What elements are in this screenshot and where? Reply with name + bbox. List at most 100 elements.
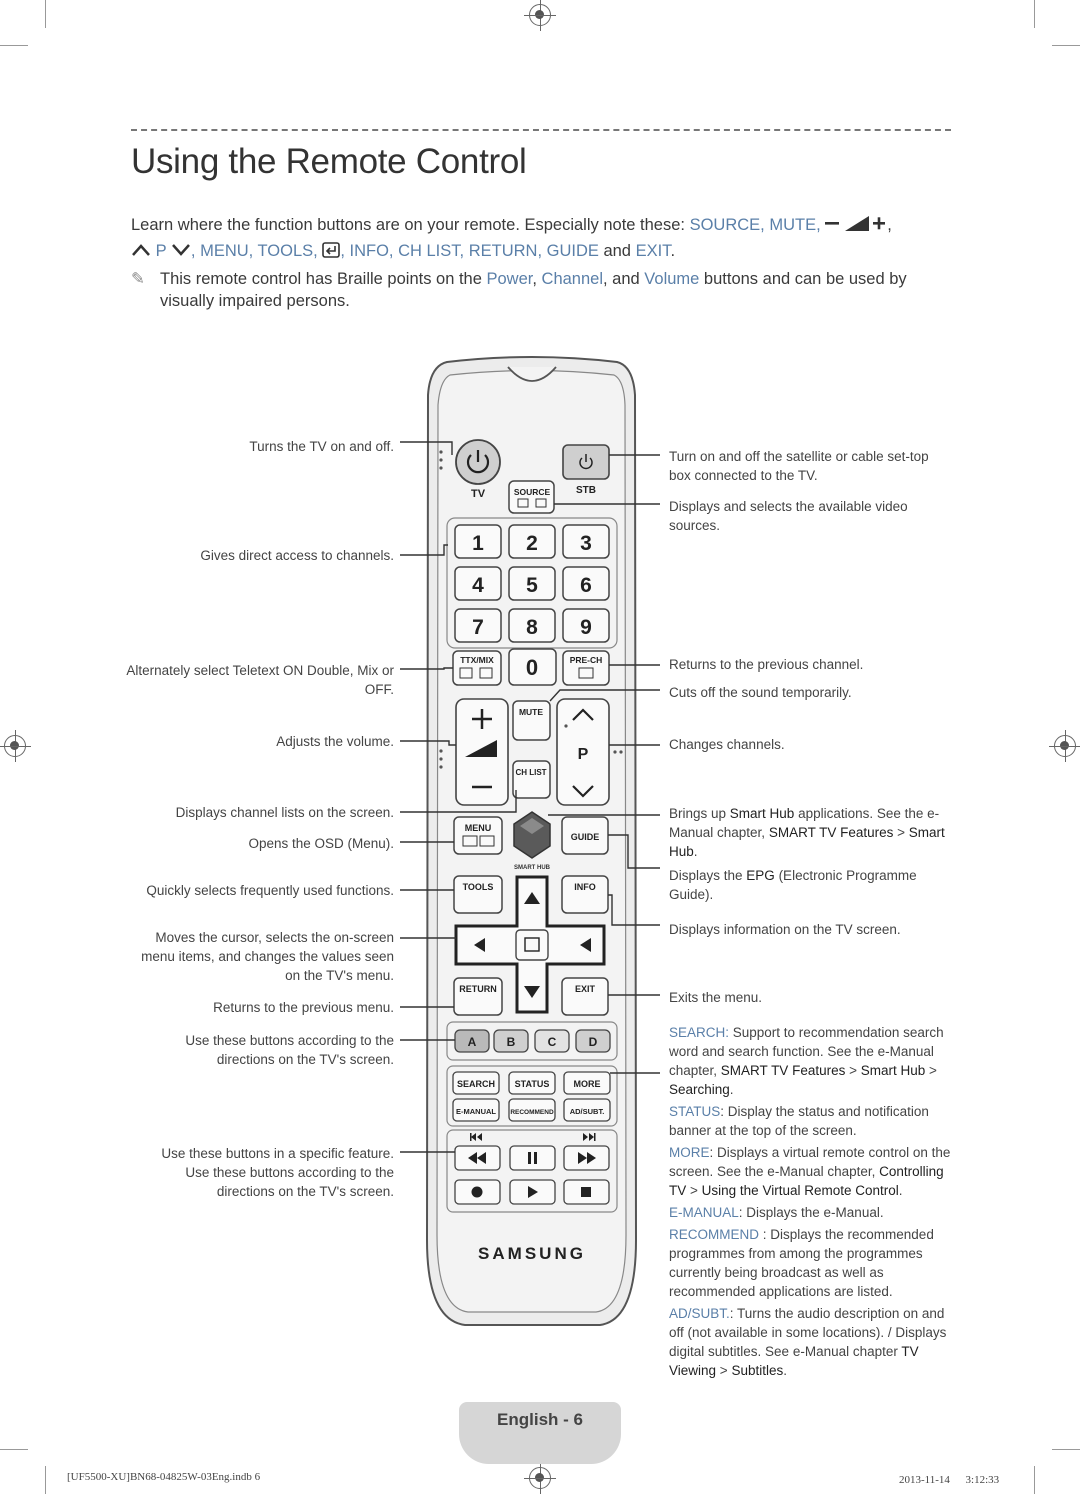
volume-icon xyxy=(825,216,886,231)
text: . xyxy=(693,844,698,859)
text: > xyxy=(893,825,909,840)
label-function-keys: SEARCH: Support to recommendation search… xyxy=(669,1023,954,1380)
c-label: C xyxy=(548,1035,557,1049)
exit-label: EXIT xyxy=(575,984,596,994)
digit-button xyxy=(508,566,556,601)
label-source: Displays and selects the available video… xyxy=(669,499,908,533)
registration-mark xyxy=(0,730,31,762)
note-text: , and xyxy=(603,270,645,288)
more-button xyxy=(563,1071,611,1095)
intro-text: . xyxy=(670,242,676,260)
text: > xyxy=(845,1063,861,1078)
emanual-button xyxy=(452,1098,500,1122)
label-tools: Quickly selects frequently used function… xyxy=(146,883,394,898)
crop-mark xyxy=(45,0,46,28)
adsubt-desc: AD/SUBT.: Turns the audio description on… xyxy=(669,1304,954,1380)
emanual-label: E-MANUAL xyxy=(456,1107,496,1116)
kw: E-MANUAL xyxy=(669,1205,739,1220)
dashed-rule xyxy=(131,129,951,131)
intro-keys: , INFO, CH LIST, RETURN, GUIDE xyxy=(340,242,599,260)
exit-button xyxy=(561,977,609,1016)
search-desc: SEARCH: Support to recommendation search… xyxy=(669,1023,954,1099)
text: . xyxy=(783,1363,787,1378)
zero-label: 0 xyxy=(526,655,538,680)
label-power: Turns the TV on and off. xyxy=(249,439,394,454)
text: applications. See the e-Manual chapter, xyxy=(669,806,940,840)
crop-mark xyxy=(1052,1449,1080,1450)
text: . xyxy=(729,1082,734,1097)
label-ttx: Alternately select Teletext ON Double, M… xyxy=(126,663,394,697)
p-label: P xyxy=(578,746,589,763)
label-info: Displays information on the TV screen. xyxy=(669,922,901,937)
enter-icon xyxy=(322,242,341,258)
more-desc: MORE: Displays a virtual remote control … xyxy=(669,1143,954,1200)
digit-button xyxy=(454,524,502,559)
label-smarthub: Brings up Smart Hub applications. See th… xyxy=(669,804,954,861)
chevron-down-icon xyxy=(171,244,190,256)
digit-label: 3 xyxy=(580,532,592,555)
note-text: , xyxy=(532,270,542,288)
zero-button xyxy=(508,648,557,686)
intro-keys: , MENU, TOOLS, xyxy=(190,242,318,260)
recommend-desc: RECOMMEND : Displays the recommended pro… xyxy=(669,1225,954,1301)
crop-mark xyxy=(0,45,28,46)
tv-label: TV xyxy=(471,488,486,500)
button-a xyxy=(454,1029,490,1053)
note-icon: ✎ xyxy=(131,270,145,288)
kw: EPG xyxy=(746,868,775,883)
label-volume: Adjusts the volume. xyxy=(276,734,394,749)
label-cursor: Moves the cursor, selects the on-screen … xyxy=(141,930,394,983)
text: Displays the xyxy=(669,868,747,883)
intro-p: P xyxy=(155,242,167,260)
intro-text: Learn where the function buttons are on … xyxy=(131,216,690,234)
label-media: Use these buttons in a specific feature.… xyxy=(161,1146,394,1199)
digit-button xyxy=(562,608,610,643)
smarthub-label: SMART HUB xyxy=(514,865,551,871)
digit-button xyxy=(562,524,610,559)
a-label: A xyxy=(468,1035,477,1049)
menu-label: MENU xyxy=(465,823,492,833)
text: > xyxy=(925,1063,937,1078)
kw: SMART TV Features xyxy=(768,825,894,840)
guide-label: GUIDE xyxy=(571,832,600,842)
text: : Displays the recommended programmes fr… xyxy=(669,1227,934,1299)
recommend-button xyxy=(508,1098,556,1122)
smart-hub-button xyxy=(513,811,551,859)
print-file-name: [UF5500-XU]BN68-04825W-03Eng.indb 6 xyxy=(67,1471,261,1483)
note-text: This remote control has Braille points o… xyxy=(160,270,487,288)
text: : Turns the audio description on and off… xyxy=(669,1306,947,1359)
registration-mark xyxy=(524,1462,556,1494)
digit-button xyxy=(562,566,610,601)
kw: SMART TV Features xyxy=(720,1063,846,1078)
kw: Searching xyxy=(669,1082,730,1097)
label-exit: Exits the menu. xyxy=(669,990,763,1005)
kw: TV Viewing xyxy=(669,1344,919,1378)
digit-button xyxy=(508,524,556,559)
digit-label: 6 xyxy=(580,574,592,597)
label-chlist: Displays channel lists on the screen. xyxy=(175,805,394,820)
kw: MORE xyxy=(669,1145,710,1160)
text: Brings up xyxy=(669,806,730,821)
print-timestamp: 2013-11-14 ㅤ 3:12:33 xyxy=(899,1471,999,1487)
d-label: D xyxy=(589,1035,598,1049)
kw: Smart Hub xyxy=(729,806,795,821)
text: > xyxy=(686,1183,702,1198)
page-number-tab xyxy=(459,1402,621,1464)
text: (Electronic Programme Guide). xyxy=(669,868,917,902)
adsubt-label: AD/SUBT. xyxy=(570,1107,605,1116)
page-number: English - 6 xyxy=(497,1410,583,1429)
text: : Display the status and notification ba… xyxy=(669,1104,929,1138)
kw: Controlling TV xyxy=(669,1164,944,1198)
source-label: SOURCE xyxy=(514,487,551,497)
label-menu: Opens the OSD (Menu). xyxy=(248,836,394,851)
text: Support to recommendation search word an… xyxy=(669,1025,944,1078)
b-label: B xyxy=(507,1035,516,1049)
prech-label: PRE-CH xyxy=(570,655,603,665)
kw: AD/SUBT. xyxy=(669,1306,730,1321)
digit-button xyxy=(508,608,556,643)
digit-button xyxy=(454,608,502,643)
kw: Subtitles xyxy=(731,1363,784,1378)
chevron-up-icon xyxy=(132,244,150,256)
